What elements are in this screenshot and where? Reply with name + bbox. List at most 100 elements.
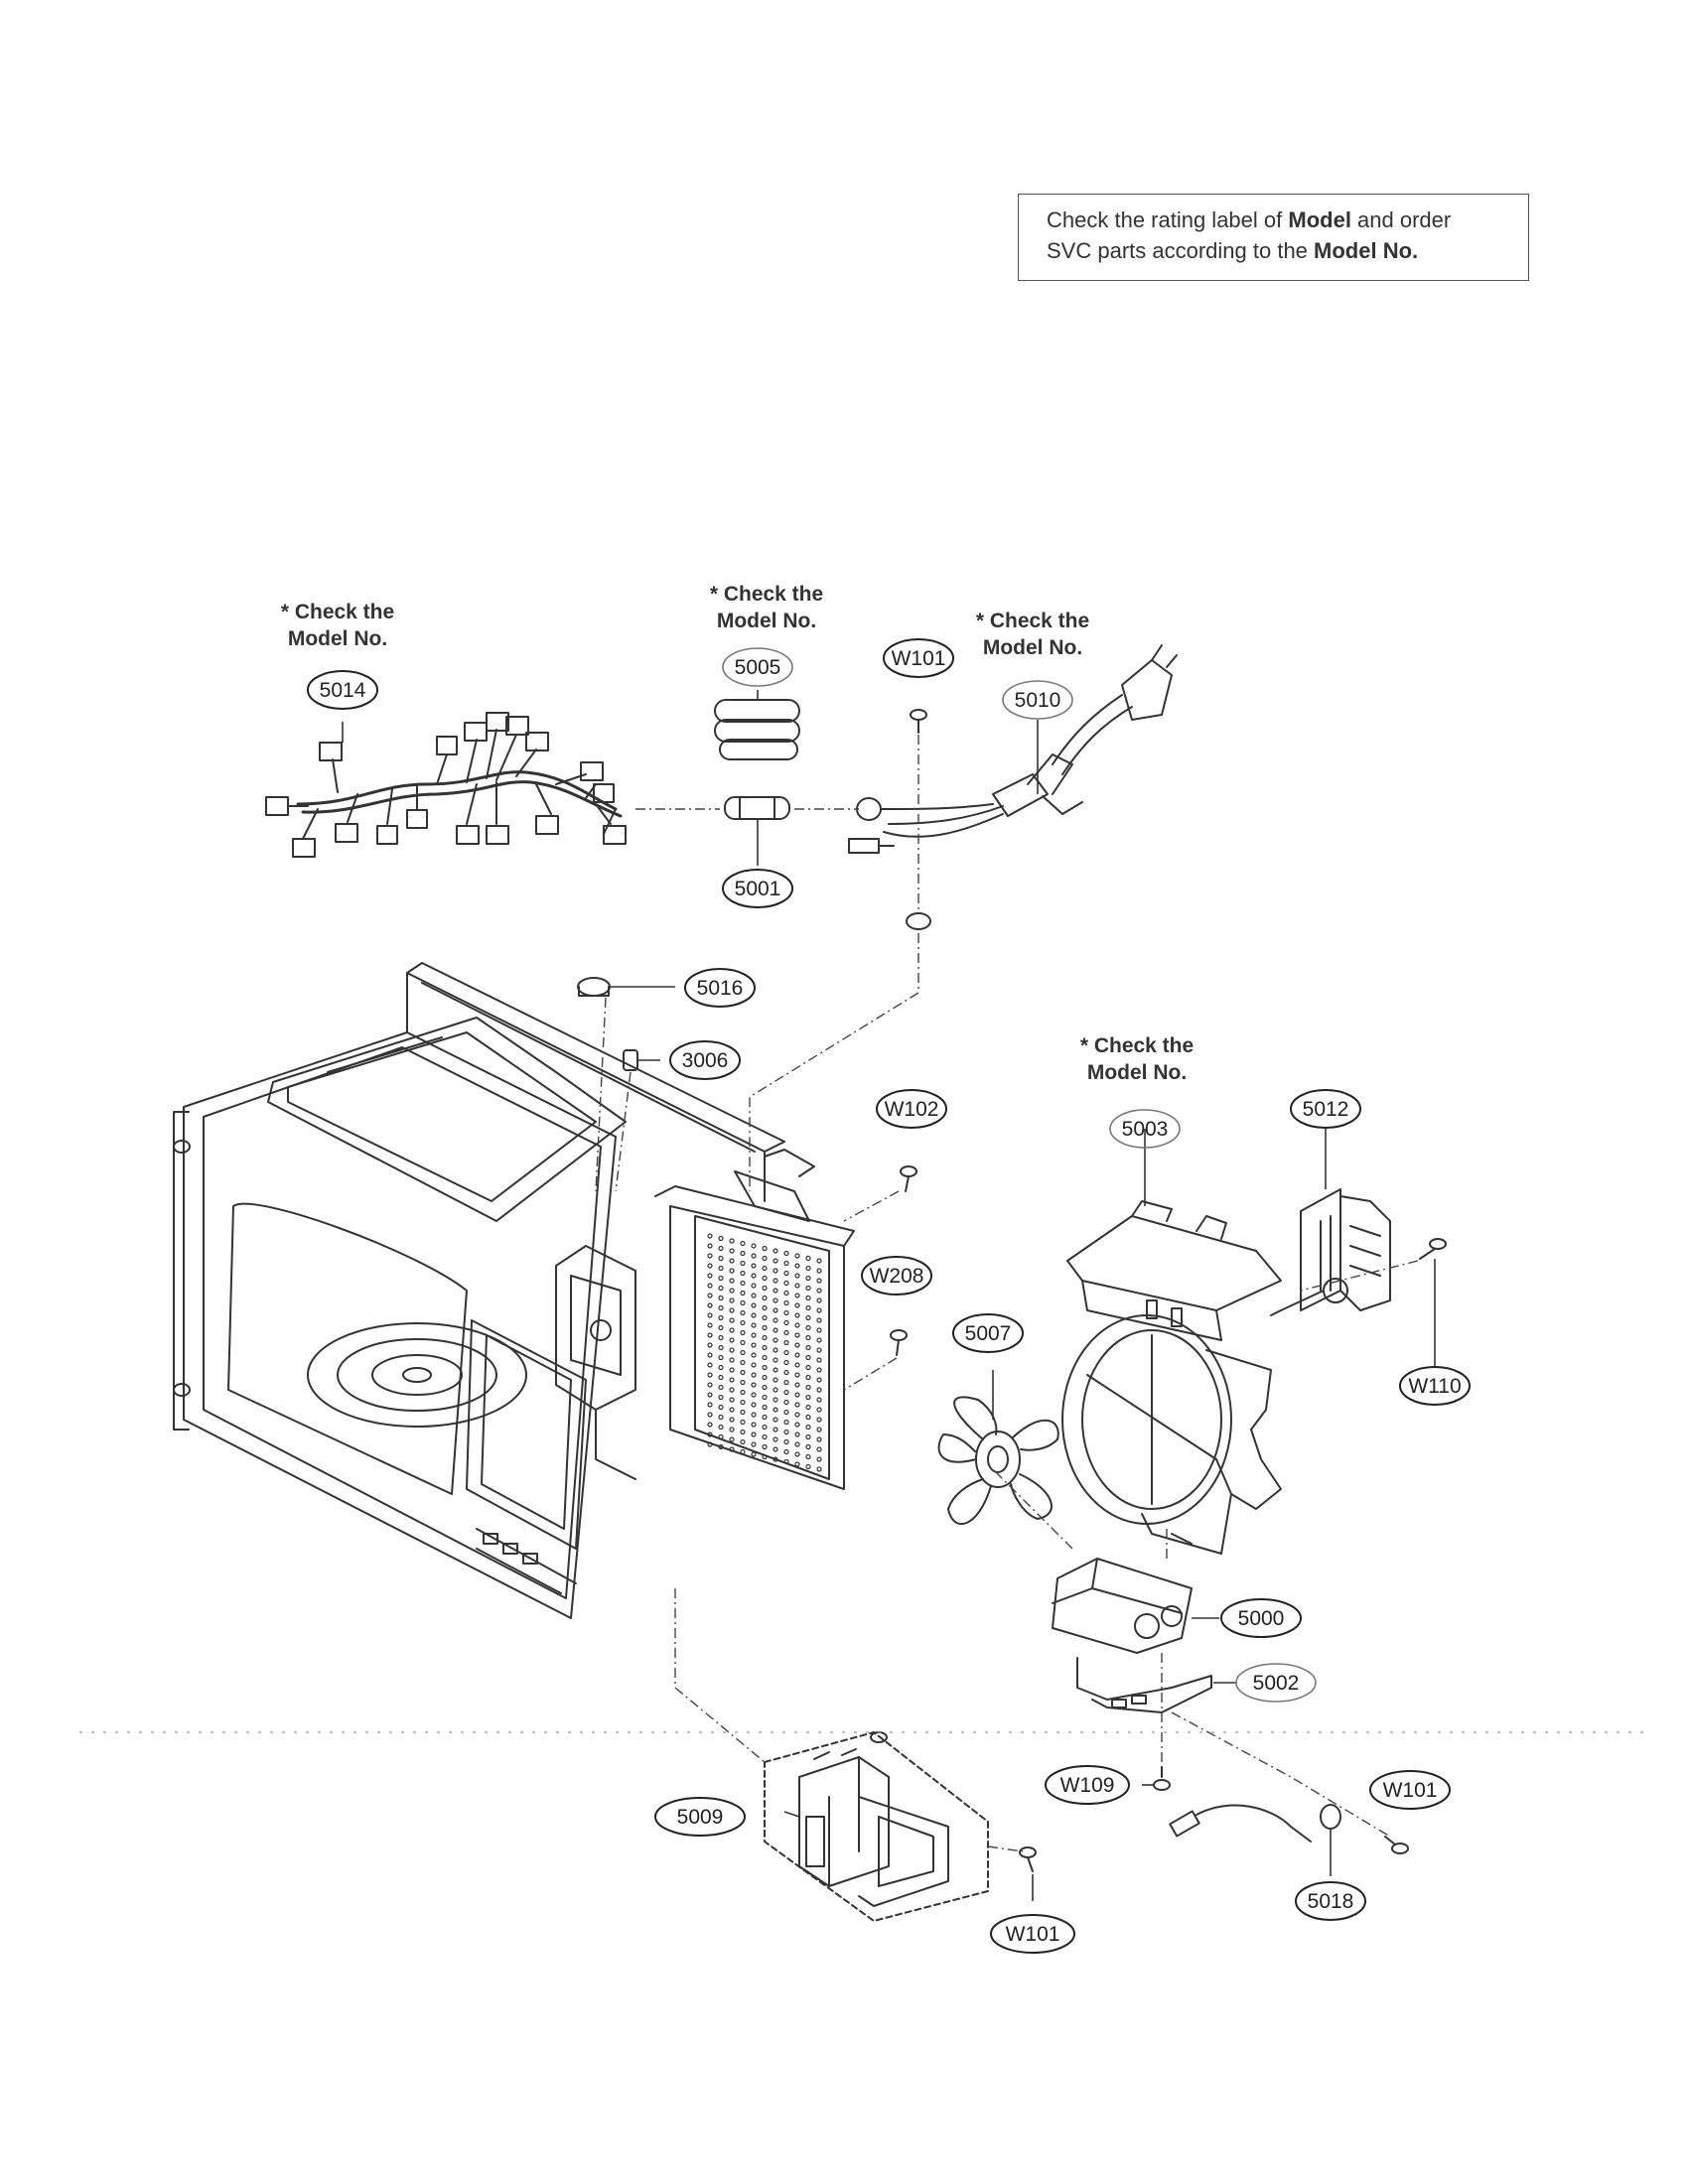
vent-hole (762, 1334, 768, 1341)
vent-hole (816, 1417, 822, 1423)
callout-w101-bottom: W101 (1006, 1923, 1060, 1946)
vent-hole (718, 1245, 724, 1252)
vent-hole (751, 1312, 757, 1318)
callout-5000: 5000 (1238, 1607, 1285, 1630)
vent-hole (707, 1402, 713, 1408)
vent-hole (773, 1278, 778, 1284)
vent-hole (805, 1463, 811, 1470)
vent-hole (773, 1367, 778, 1373)
vent-hole (718, 1295, 724, 1301)
vent-hole (762, 1324, 768, 1331)
vent-hole (762, 1275, 768, 1282)
vent-hole (751, 1441, 757, 1447)
vent-hole (729, 1407, 735, 1413)
oven-cavity (173, 962, 855, 1619)
vent-hole (805, 1255, 811, 1262)
vent-hole (805, 1433, 811, 1440)
vent-hole (729, 1258, 735, 1264)
callout-5007: 5007 (965, 1322, 1012, 1345)
screw-w110 (1419, 1238, 1447, 1260)
vent-hole (718, 1265, 724, 1272)
vent-hole (773, 1258, 778, 1264)
check-note-5014: * Check the Model No. (280, 601, 395, 650)
vent-hole (729, 1238, 735, 1244)
vent-hole (729, 1317, 735, 1323)
vent-hole (729, 1417, 735, 1423)
vent-hole (762, 1414, 768, 1421)
vent-hole (794, 1253, 800, 1259)
vent-hole (816, 1288, 822, 1294)
fan-blade-5007 (937, 1396, 1059, 1526)
vent-hole (740, 1419, 746, 1426)
vent-hole (751, 1412, 757, 1418)
vent-hole (707, 1302, 713, 1308)
wire-harness-5014 (265, 712, 627, 858)
vent-hole (751, 1372, 757, 1378)
vent-hole (762, 1443, 768, 1450)
vent-hole (707, 1412, 713, 1418)
vent-hole (707, 1332, 713, 1338)
vent-hole (794, 1392, 800, 1398)
vent-hole (729, 1248, 735, 1254)
vent-hole (773, 1456, 778, 1462)
vent-hole (707, 1372, 713, 1378)
vent-hole (751, 1243, 757, 1249)
vent-hole (718, 1433, 724, 1440)
vent-hole (773, 1307, 778, 1313)
vent-hole (729, 1367, 735, 1373)
vent-hole (751, 1352, 757, 1358)
vent-hole (718, 1374, 724, 1381)
vent-hole (762, 1314, 768, 1321)
vent-hole (751, 1332, 757, 1338)
vent-hole (783, 1438, 789, 1445)
callout-5003: 5003 (1122, 1118, 1169, 1141)
vent-hole (740, 1438, 746, 1445)
screw-w102 (900, 1165, 917, 1192)
fuse-3006 (623, 1049, 638, 1071)
vent-hole (805, 1304, 811, 1311)
vent-hole (740, 1339, 746, 1346)
vent-hole (783, 1379, 789, 1386)
vent-hole (773, 1268, 778, 1274)
vent-hole (707, 1322, 713, 1328)
fan-bracket-5003 (1061, 1200, 1282, 1555)
callout-w110: W110 (1408, 1375, 1461, 1398)
vent-hole (805, 1424, 811, 1431)
callout-3006: 3006 (682, 1049, 729, 1072)
vent-hole (729, 1347, 735, 1353)
callout-w109: W109 (1060, 1774, 1115, 1797)
vent-hole (794, 1362, 800, 1368)
vent-hole (707, 1441, 713, 1447)
vent-hole (729, 1297, 735, 1303)
vent-hole (816, 1367, 822, 1373)
vent-hole (794, 1273, 800, 1279)
vent-hole (805, 1324, 811, 1331)
vent-hole (805, 1404, 811, 1411)
vent-hole (794, 1422, 800, 1428)
vent-hole (783, 1250, 789, 1257)
vent-hole (751, 1382, 757, 1388)
vent-hole (805, 1394, 811, 1401)
vent-hole (794, 1342, 800, 1348)
vent-hole (718, 1304, 724, 1311)
vent-hole (783, 1448, 789, 1455)
vent-hole (762, 1245, 768, 1252)
callout-5002: 5002 (1253, 1672, 1300, 1695)
vent-hole (707, 1253, 713, 1259)
vent-hole (751, 1283, 757, 1289)
vent-hole (762, 1354, 768, 1361)
transformer-5009 (764, 1731, 989, 1922)
vent-hole (794, 1382, 800, 1388)
capacitor-5000 (1052, 1558, 1193, 1654)
vent-hole (773, 1407, 778, 1413)
thermostat-5016 (577, 977, 611, 997)
screw-w101-right (1384, 1836, 1409, 1854)
vent-hole (762, 1304, 768, 1311)
vent-hole (751, 1273, 757, 1279)
vent-hole (751, 1302, 757, 1308)
vent-hole (707, 1293, 713, 1298)
vent-hole (805, 1334, 811, 1341)
vent-hole (816, 1258, 822, 1264)
callout-5005: 5005 (735, 656, 781, 679)
